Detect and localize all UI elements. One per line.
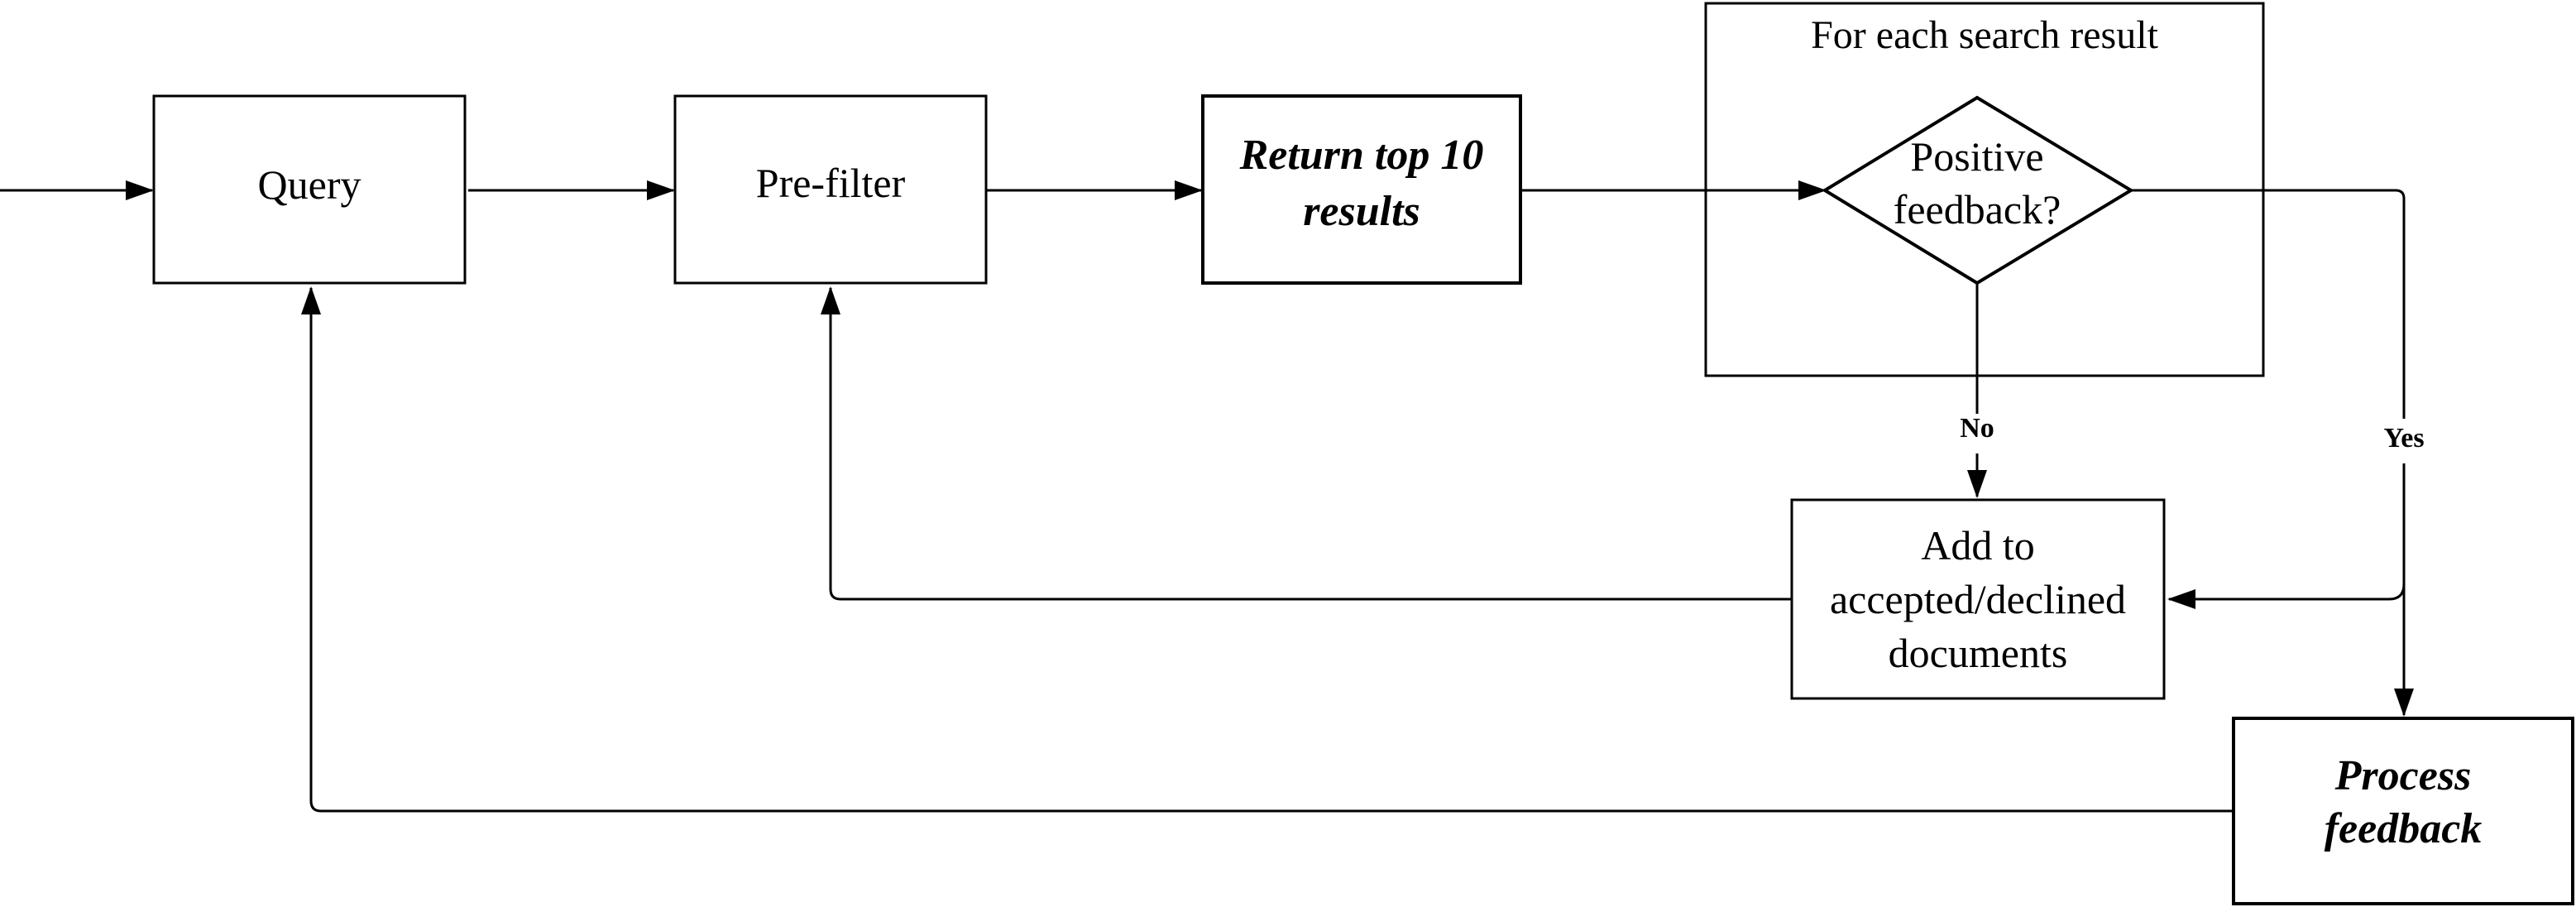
decision-label-line1: Positive xyxy=(1910,133,2043,180)
return-top-label-line1: Return top 10 xyxy=(1239,132,1484,179)
return-top-node xyxy=(1201,94,1522,285)
process-label-line2: feedback xyxy=(2325,805,2483,852)
edge-add-docs-to-prefilter xyxy=(821,286,1792,601)
edge-label-yes: Yes xyxy=(2383,423,2424,454)
edge-process-to-query xyxy=(301,286,2234,813)
query-label: Query xyxy=(258,161,362,208)
add-docs-label-line1: Add to xyxy=(1921,522,2035,569)
decision-node xyxy=(1822,95,2134,286)
decision-label-line2: feedback? xyxy=(1894,186,2061,233)
edge-label-no: No xyxy=(1960,413,1994,444)
prefilter-node xyxy=(673,94,988,285)
edge-decision-yes xyxy=(2131,189,2406,419)
query-node xyxy=(152,94,467,285)
return-top-label-line2: results xyxy=(1303,188,1420,235)
group-label: For each search result xyxy=(1811,13,2158,57)
add-docs-node xyxy=(1790,498,2166,700)
add-docs-label-line3: documents xyxy=(1889,630,2068,676)
edge-yes-to-add-docs xyxy=(2167,583,2406,609)
group-for-each-result xyxy=(1704,2,2265,377)
process-feedback-node xyxy=(2232,717,2574,905)
process-label-line1: Process xyxy=(2334,752,2472,799)
add-docs-label-line2: accepted/declined xyxy=(1830,576,2126,622)
prefilter-label: Pre-filter xyxy=(756,160,906,206)
